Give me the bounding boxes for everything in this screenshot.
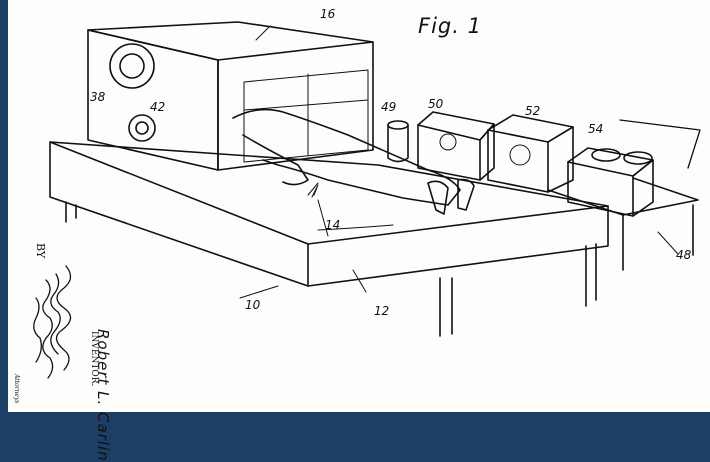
- ref-52: 52: [525, 104, 541, 118]
- attorneys-label: Attorneys: [13, 374, 20, 404]
- patent-sheet: [8, 0, 710, 412]
- cup-49: [387, 120, 409, 163]
- side-table: [547, 177, 699, 271]
- ref-16: 16: [320, 7, 336, 21]
- ref-48: 48: [676, 248, 692, 262]
- ref-54: 54: [588, 122, 604, 136]
- ref-49: 49: [381, 100, 397, 114]
- unit-54: [567, 119, 701, 217]
- ref-14: 14: [325, 218, 341, 232]
- ref-50: 50: [428, 97, 444, 111]
- by-label: BY: [34, 243, 47, 259]
- ref-12: 12: [374, 304, 390, 318]
- inventor-role: INVENTOR.: [89, 331, 99, 387]
- ref-38: 38: [90, 90, 106, 104]
- figure-title: Fig. 1: [418, 14, 482, 38]
- unit-52: [487, 114, 574, 193]
- cabinet: [87, 21, 374, 171]
- patent-drawing: [49, 21, 701, 337]
- ref-42: 42: [150, 100, 166, 114]
- attorney-signature: [33, 265, 72, 379]
- unit-50: [417, 111, 495, 181]
- ref-10: 10: [245, 298, 261, 312]
- bed: [49, 141, 609, 337]
- patient-figure: [232, 108, 475, 215]
